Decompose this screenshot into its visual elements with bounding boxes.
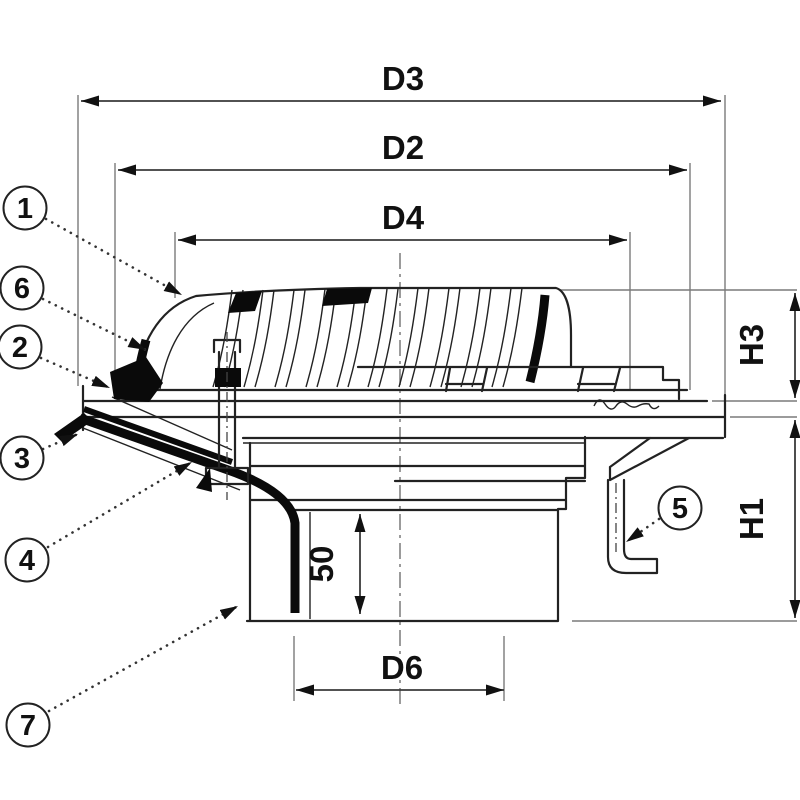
side-hook-bracket [606,436,691,575]
drain-body-drawing [54,286,727,623]
callout-7-circle [5,702,51,748]
callout-2-leader [39,356,112,390]
callout-7-number: 7 [20,710,36,742]
membrane-main-layer [78,413,300,613]
dimension-d6: D6 [296,649,504,696]
dimension-h1: H1 [733,420,800,618]
dim-label-h1: H1 [733,498,770,540]
dimension-d3: D3 [81,60,721,107]
extension-line-set [77,95,797,701]
callout-4-number: 4 [19,545,35,577]
dimension-depth-50: 50 [303,514,366,614]
strainer-rim-ring [128,365,689,410]
dome-strainer [131,286,573,393]
callout-5: 5 [624,485,703,544]
bolt-washer-wedge [196,468,212,492]
callout-5-leader [624,517,661,544]
flange-body-lines [81,384,727,623]
dome-outline [131,286,573,391]
clamp-bolt [196,332,250,500]
callout-4-leader [46,460,194,549]
callout-3-circle [0,435,45,481]
bracket-gusset [608,436,691,482]
callout-6: 6 [0,265,148,352]
callout-7-leader [47,604,240,713]
callout-5-number: 5 [672,493,688,525]
membrane-upper-layer [82,406,234,465]
dim-label-d6: D6 [381,649,423,686]
extension-lines [77,95,797,706]
callout-2-number: 2 [12,332,28,364]
callout-4-circle [4,537,50,583]
callout-3-leader [41,432,80,451]
callout-1-number: 1 [17,193,33,225]
bolt-nut [215,368,241,387]
dome-holddown-tab-center [322,288,372,306]
dim-label-d2: D2 [382,129,424,166]
gravel-guard-squiggle [593,399,660,410]
dim-label-d3: D3 [382,60,424,97]
dimensions: D3 D2 D4 D6 H3 H1 50 [81,60,800,696]
dome-rib-shaded-right [525,294,550,384]
callout-6-circle [0,265,45,311]
callout-6-number: 6 [14,273,30,305]
callout-1-leader [44,217,184,297]
callout-1-circle [2,185,48,231]
callout-2: 2 [0,324,112,390]
callout-2-circle [0,324,43,370]
body-step-line [243,442,585,619]
dome-skirt-inner [159,302,215,390]
dimension-d2: D2 [118,129,687,176]
j-hook-outline [606,478,659,575]
dim-label-d4: D4 [382,199,425,236]
membrane-edge-drape [54,413,92,442]
rim-lines [128,365,689,401]
dome-holddown-tab-left [228,291,262,313]
callout-6-leader [41,297,148,352]
callout-5-circle [657,485,703,531]
dimension-h3: H3 [733,293,800,398]
flange-and-body [81,384,727,623]
callout-7: 7 [5,604,240,748]
dome-ribs [212,287,523,388]
clamp-ring-section [110,357,163,402]
callout-3: 3 [0,432,80,481]
membrane-flashing [54,357,300,613]
dim-label-depth-50: 50 [303,546,340,583]
part-callouts: 1 6 2 3 4 7 5 [0,185,703,748]
callout-1: 1 [2,185,184,297]
callout-4: 4 [4,460,194,583]
callout-3-number: 3 [14,443,30,475]
dimension-d4: D4 [178,199,627,246]
dim-label-h3: H3 [733,324,770,366]
